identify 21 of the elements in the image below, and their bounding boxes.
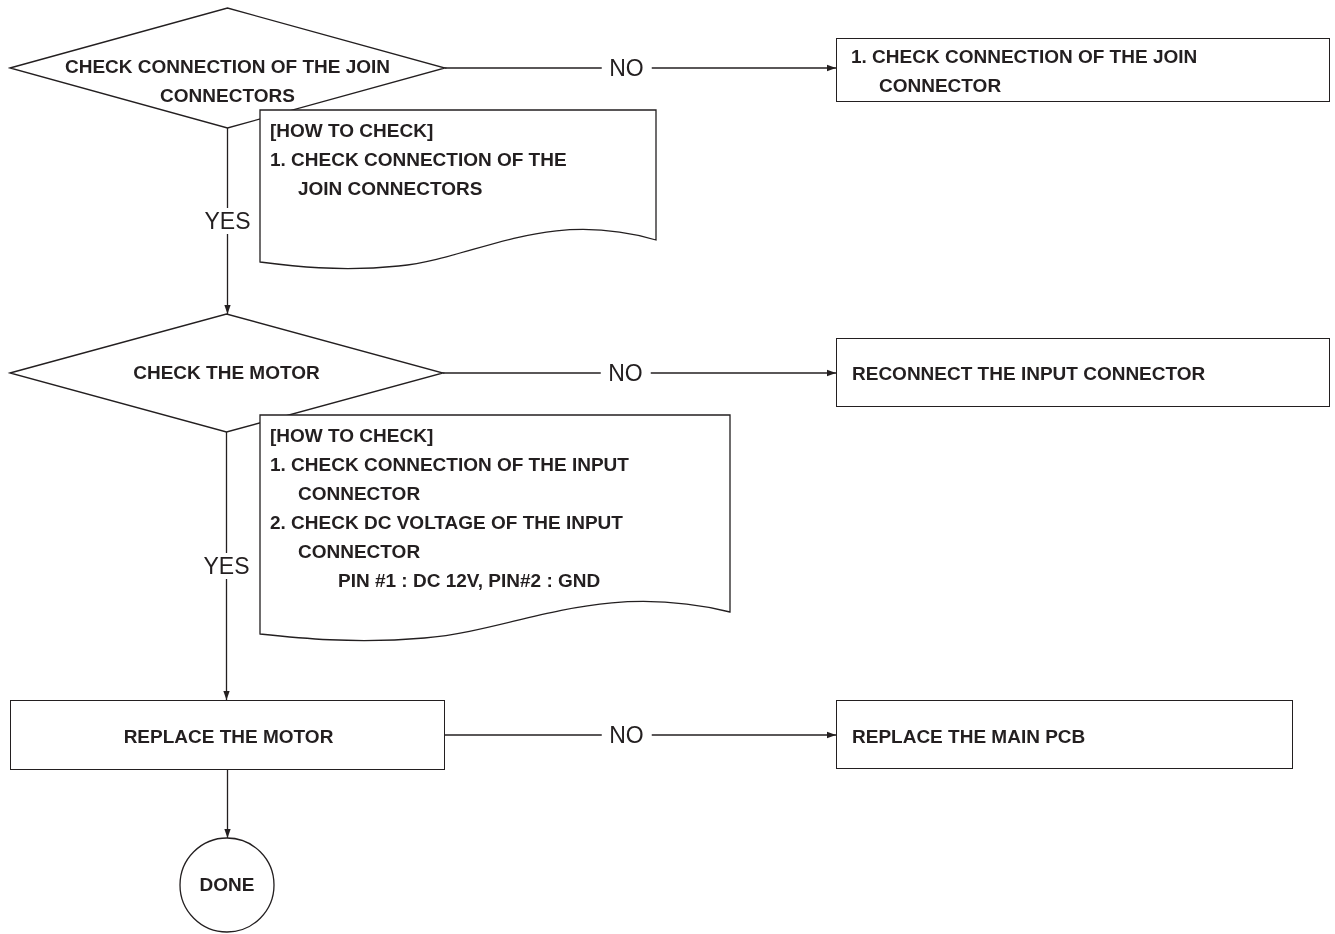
node-text: REPLACE THE MAIN PCB: [852, 725, 1086, 749]
node-text: CHECK THE MOTOR: [133, 361, 320, 385]
terminal-circle: [180, 838, 274, 932]
note-heading: [HOW TO CHECK]: [270, 119, 434, 143]
process-box: [10, 700, 445, 770]
node-text: CHECK CONNECTION OF THE JOIN CONNECTORS: [63, 55, 392, 108]
note-text: PIN #1 : DC 12V, PIN#2 : GND: [337, 569, 601, 593]
node-text: 1. CHECK CONNECTION OF THE JOIN CONNECTOR: [851, 45, 1199, 98]
node-text: RECONNECT THE INPUT CONNECTOR: [852, 362, 1206, 386]
note-heading: [HOW TO CHECK]: [270, 424, 434, 448]
arrow: [224, 769, 231, 839]
process-box: [836, 338, 1330, 407]
node-text: REPLACE THE MOTOR: [123, 725, 334, 749]
process-box: [836, 700, 1293, 769]
arrow: [223, 431, 230, 701]
node-text: DONE: [199, 873, 255, 897]
process-box: [836, 38, 1330, 102]
note-text: 2. CHECK DC VOLTAGE OF THE INPUT CONNECTOR: [270, 511, 624, 564]
note-text: 1. CHECK CONNECTION OF THE INPUT CONNECTOR: [270, 453, 630, 506]
note-text: 1. CHECK CONNECTION OF THE JOIN CONNECTORS: [270, 148, 568, 201]
document-shape: [260, 110, 656, 268]
